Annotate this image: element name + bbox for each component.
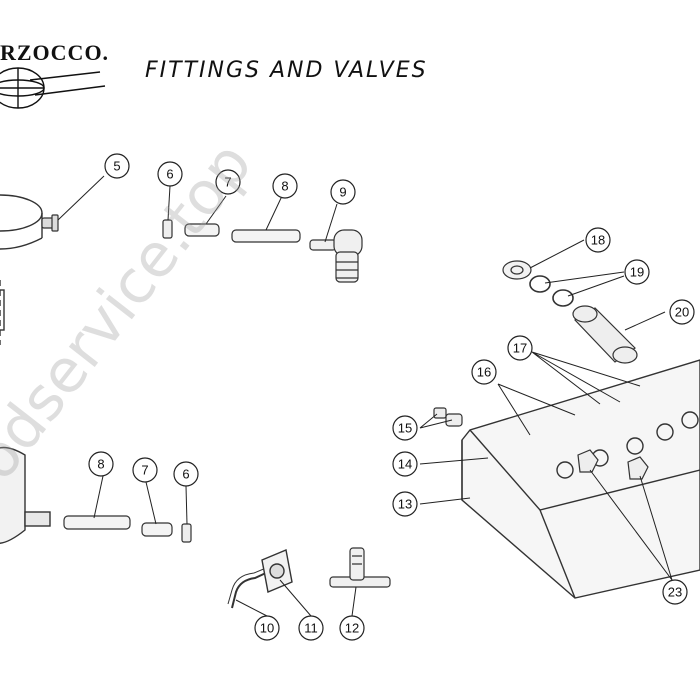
part-23-nuts xyxy=(577,449,649,480)
callout-circle xyxy=(624,259,650,285)
callout-c20: 20 xyxy=(669,299,695,325)
callout-label: 10 xyxy=(260,621,274,636)
callout-c8b: 8 xyxy=(88,451,114,477)
callout-c6b: 6 xyxy=(173,461,199,487)
part-15-fitting xyxy=(433,407,463,427)
part-7-tube-bottom xyxy=(141,522,173,537)
part-18-nut xyxy=(502,260,532,280)
callout-c12: 12 xyxy=(339,615,365,641)
part-9-elbow-fitting xyxy=(309,229,363,283)
callout-circle xyxy=(254,615,280,641)
callout-label: 14 xyxy=(398,457,412,472)
callout-label: 12 xyxy=(345,621,359,636)
callout-label: 19 xyxy=(630,265,644,280)
part-13-manifold-block xyxy=(461,359,700,599)
part-10-bent-tube xyxy=(227,567,269,609)
part-6-nut-bottom xyxy=(181,523,192,543)
callout-label: 5 xyxy=(113,159,120,174)
callout-c7b: 7 xyxy=(132,457,158,483)
boiler-cylinder-top xyxy=(0,194,43,345)
callout-circle xyxy=(392,415,418,441)
callout-c19: 19 xyxy=(624,259,650,285)
callout-label: 13 xyxy=(398,497,412,512)
part-5-fitting xyxy=(41,214,59,232)
callout-label: 7 xyxy=(141,463,148,478)
callout-label: 9 xyxy=(339,185,346,200)
callout-circle xyxy=(173,461,199,487)
callout-label: 6 xyxy=(182,467,189,482)
callout-label: 8 xyxy=(281,179,288,194)
callout-label: 7 xyxy=(224,175,231,190)
part-19-washers xyxy=(529,275,574,307)
callout-label: 16 xyxy=(477,365,491,380)
page-title: FITTINGS AND VALVES xyxy=(145,58,428,83)
callout-circle xyxy=(298,615,324,641)
callout-label: 23 xyxy=(668,585,682,600)
callout-c15: 15 xyxy=(392,415,418,441)
callout-circle xyxy=(392,491,418,517)
callout-label: 8 xyxy=(97,457,104,472)
callout-circle xyxy=(339,615,365,641)
brand-globe-icon xyxy=(0,67,106,109)
callout-c9: 9 xyxy=(330,179,356,205)
callout-circle xyxy=(330,179,356,205)
callout-c17: 17 xyxy=(507,335,533,361)
callout-c13: 13 xyxy=(392,491,418,517)
brand-logo-text: RZOCCO. xyxy=(0,40,110,65)
callout-label: 18 xyxy=(591,233,605,248)
part-7-tube-top xyxy=(184,223,220,237)
callout-circle xyxy=(669,299,695,325)
part-8-tube-bottom xyxy=(63,515,131,530)
part-8-tube-top xyxy=(231,229,301,243)
part-12-tee-fitting xyxy=(329,547,391,588)
callout-c6a: 6 xyxy=(157,161,183,187)
callout-circle xyxy=(272,173,298,199)
leader-lines xyxy=(57,175,673,617)
part-11-valve-plate xyxy=(261,549,293,593)
boiler-cylinder-bottom xyxy=(0,446,51,544)
callout-label: 20 xyxy=(675,305,689,320)
callout-c23: 23 xyxy=(662,579,688,605)
callout-circle xyxy=(157,161,183,187)
callout-c11: 11 xyxy=(298,615,324,641)
callout-circle xyxy=(104,153,130,179)
callout-group: 5 6 7 8 9 18 19 20 17 16 15 14 13 8 7 6 10 11 12 23 xyxy=(88,153,695,641)
callout-c5: 5 xyxy=(104,153,130,179)
callout-label: 15 xyxy=(398,421,412,436)
callout-circle xyxy=(392,451,418,477)
callout-circle xyxy=(471,359,497,385)
callout-circle xyxy=(132,457,158,483)
callout-c10: 10 xyxy=(254,615,280,641)
callout-label: 6 xyxy=(166,167,173,182)
callout-circle xyxy=(585,227,611,253)
callout-circle xyxy=(662,579,688,605)
callout-circle xyxy=(88,451,114,477)
callout-c8a: 8 xyxy=(272,173,298,199)
callout-c16: 16 xyxy=(471,359,497,385)
callout-c7a: 7 xyxy=(215,169,241,195)
callout-circle xyxy=(507,335,533,361)
callout-circle xyxy=(215,169,241,195)
callout-c14: 14 xyxy=(392,451,418,477)
callout-label: 17 xyxy=(513,341,527,356)
part-20-valve-body xyxy=(572,305,638,364)
callout-label: 11 xyxy=(304,621,318,636)
callout-c18: 18 xyxy=(585,227,611,253)
part-6-nut-top xyxy=(162,219,173,239)
